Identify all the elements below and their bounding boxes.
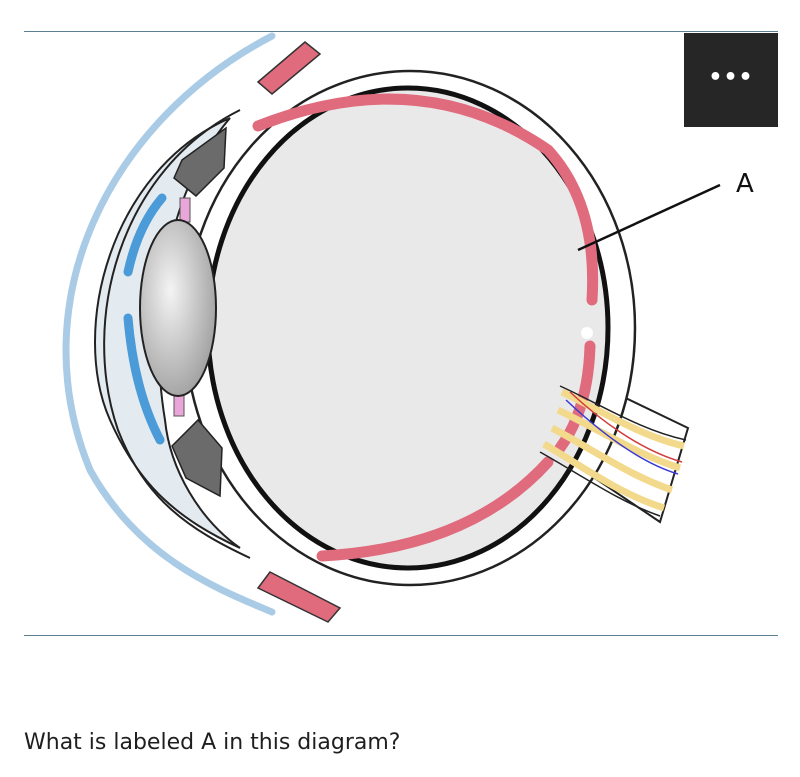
upper-eyelid-muscle: [256, 41, 322, 95]
label-a: A: [736, 169, 754, 199]
cornea-outer: [62, 32, 276, 616]
lens: [139, 219, 217, 397]
optic-nerve-fiber-3: [550, 424, 674, 494]
vitreous-body: [205, 85, 611, 571]
question-text: What is labeled A in this diagram?: [24, 730, 401, 755]
iris-lower: [123, 313, 165, 445]
label-a-leader: [577, 183, 721, 252]
cornea-inner: [103, 109, 251, 559]
optic-nerve-fiber-4: [542, 440, 666, 512]
retina-lower: [316, 456, 554, 562]
ciliary-body-lower: [171, 418, 223, 498]
iris-upper: [123, 193, 167, 277]
zonule-upper: [179, 197, 191, 223]
optic-disc: [581, 327, 593, 339]
bottom-divider: [24, 635, 778, 636]
optic-nerve-fiber-2: [556, 406, 682, 472]
more-options-button[interactable]: •••: [684, 33, 778, 127]
retinal-vein: [565, 399, 679, 475]
retina-upper: [252, 93, 599, 306]
lower-eyelid-muscle: [256, 571, 342, 623]
ciliary-body-upper: [173, 126, 227, 198]
optic-nerve-outline: [539, 385, 687, 517]
top-divider: [24, 31, 778, 32]
optic-nerve-fiber-1: [560, 388, 685, 450]
retinal-artery: [569, 391, 683, 463]
